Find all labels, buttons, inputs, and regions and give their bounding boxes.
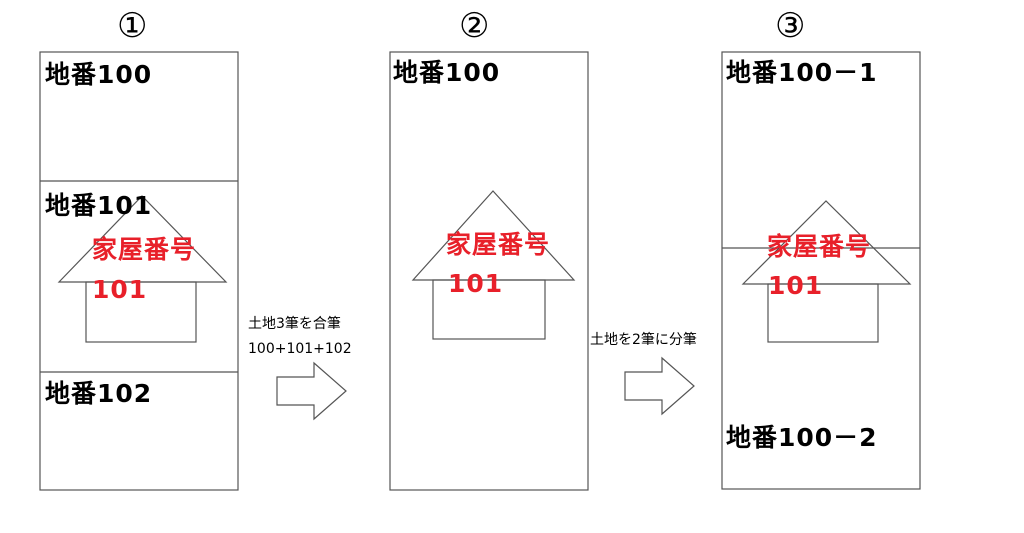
operation-1-lots: 100+101+102 <box>248 341 352 357</box>
house-1-body <box>85 281 197 343</box>
panel-3-lot-100-1: 地番100－1 <box>726 58 878 87</box>
panel-1-box <box>39 51 239 491</box>
house-1-name: 家屋番号 <box>92 235 197 264</box>
house-3-name: 家屋番号 <box>767 232 872 261</box>
panel-3-box <box>721 51 921 490</box>
house-2-body <box>432 279 546 340</box>
panel-1-lot-101: 地番101 <box>45 191 153 220</box>
house-3-body <box>767 283 879 343</box>
house-2-number: 101 <box>448 269 504 298</box>
arrow-2 <box>624 356 695 416</box>
panel-1-number: ① <box>117 6 148 46</box>
house-1-number: 101 <box>92 275 148 304</box>
panel-3-lot-100-2: 地番100－2 <box>726 423 878 452</box>
operation-1-text: 土地3筆を合筆 <box>248 316 341 332</box>
house-2-name: 家屋番号 <box>446 230 551 259</box>
operation-2-text: 土地を2筆に分筆 <box>590 332 697 348</box>
panel-2-number: ② <box>459 6 490 46</box>
panel-3-number: ③ <box>775 6 806 46</box>
arrow-1 <box>276 361 347 421</box>
house-3-number: 101 <box>768 271 824 300</box>
panel-2-box <box>389 51 589 491</box>
panel-2-lot-100: 地番100 <box>393 58 501 87</box>
panel-1-lot-100: 地番100 <box>45 60 153 89</box>
panel-1-lot-102: 地番102 <box>45 379 153 408</box>
